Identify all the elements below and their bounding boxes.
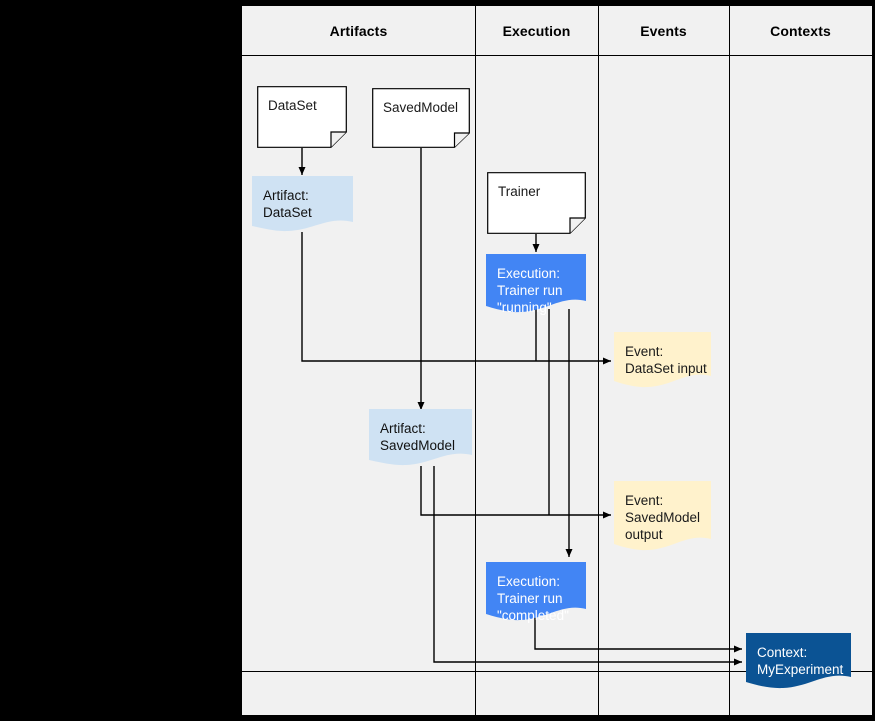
lane-footer-rule [242,671,872,672]
node-savedmodel-document[interactable]: SavedModel [372,88,470,148]
node-execution-completed[interactable]: Execution: Trainer run "completed" [486,562,586,623]
node-dataset-document[interactable]: DataSet [257,86,347,148]
lane-divider-execution-events [598,6,599,715]
wave-document-shape [486,562,586,621]
node-label: Execution: Trainer run "running" [497,266,563,315]
document-fold-icon [257,86,347,148]
wave-document-shape [252,176,353,232]
lane-divider-events-contexts [729,6,730,715]
node-label: SavedModel [383,100,459,115]
node-label: Artifact: DataSet [263,188,312,220]
wave-document-shape [614,332,711,388]
node-artifact-dataset[interactable]: Artifact: DataSet [252,176,353,234]
node-artifact-savedmodel[interactable]: Artifact: SavedModel [369,409,472,468]
node-label: Context: MyExperiment [757,645,844,677]
lane-title-events: Events [640,23,687,39]
node-label: Event: DataSet input [625,344,707,376]
node-label: Artifact: SavedModel [380,421,456,453]
node-label: DataSet [268,98,317,113]
wave-document-shape [614,481,711,551]
document-fold-icon [487,172,586,234]
node-label: Execution: Trainer run "completed" [497,574,569,623]
node-context-myexperiment[interactable]: Context: MyExperiment [746,633,851,690]
node-execution-running[interactable]: Execution: Trainer run "running" [486,254,586,315]
node-trainer-document[interactable]: Trainer [487,172,586,234]
wave-document-shape [369,409,472,466]
lane-header-rule [242,55,872,56]
node-event-dataset-input[interactable]: Event: DataSet input [614,332,711,390]
wave-document-shape [746,633,851,689]
node-label: Trainer [498,184,541,199]
document-fold-icon [372,88,470,148]
lane-title-execution: Execution [502,23,571,39]
wave-document-shape [486,254,586,313]
lane-title-contexts: Contexts [770,23,831,39]
node-label: Event: SavedModel output [625,493,701,542]
node-event-savedmodel-output[interactable]: Event: SavedModel output [614,481,711,553]
lane-divider-artifacts-execution [475,6,476,715]
lane-title-artifacts: Artifacts [329,23,388,39]
